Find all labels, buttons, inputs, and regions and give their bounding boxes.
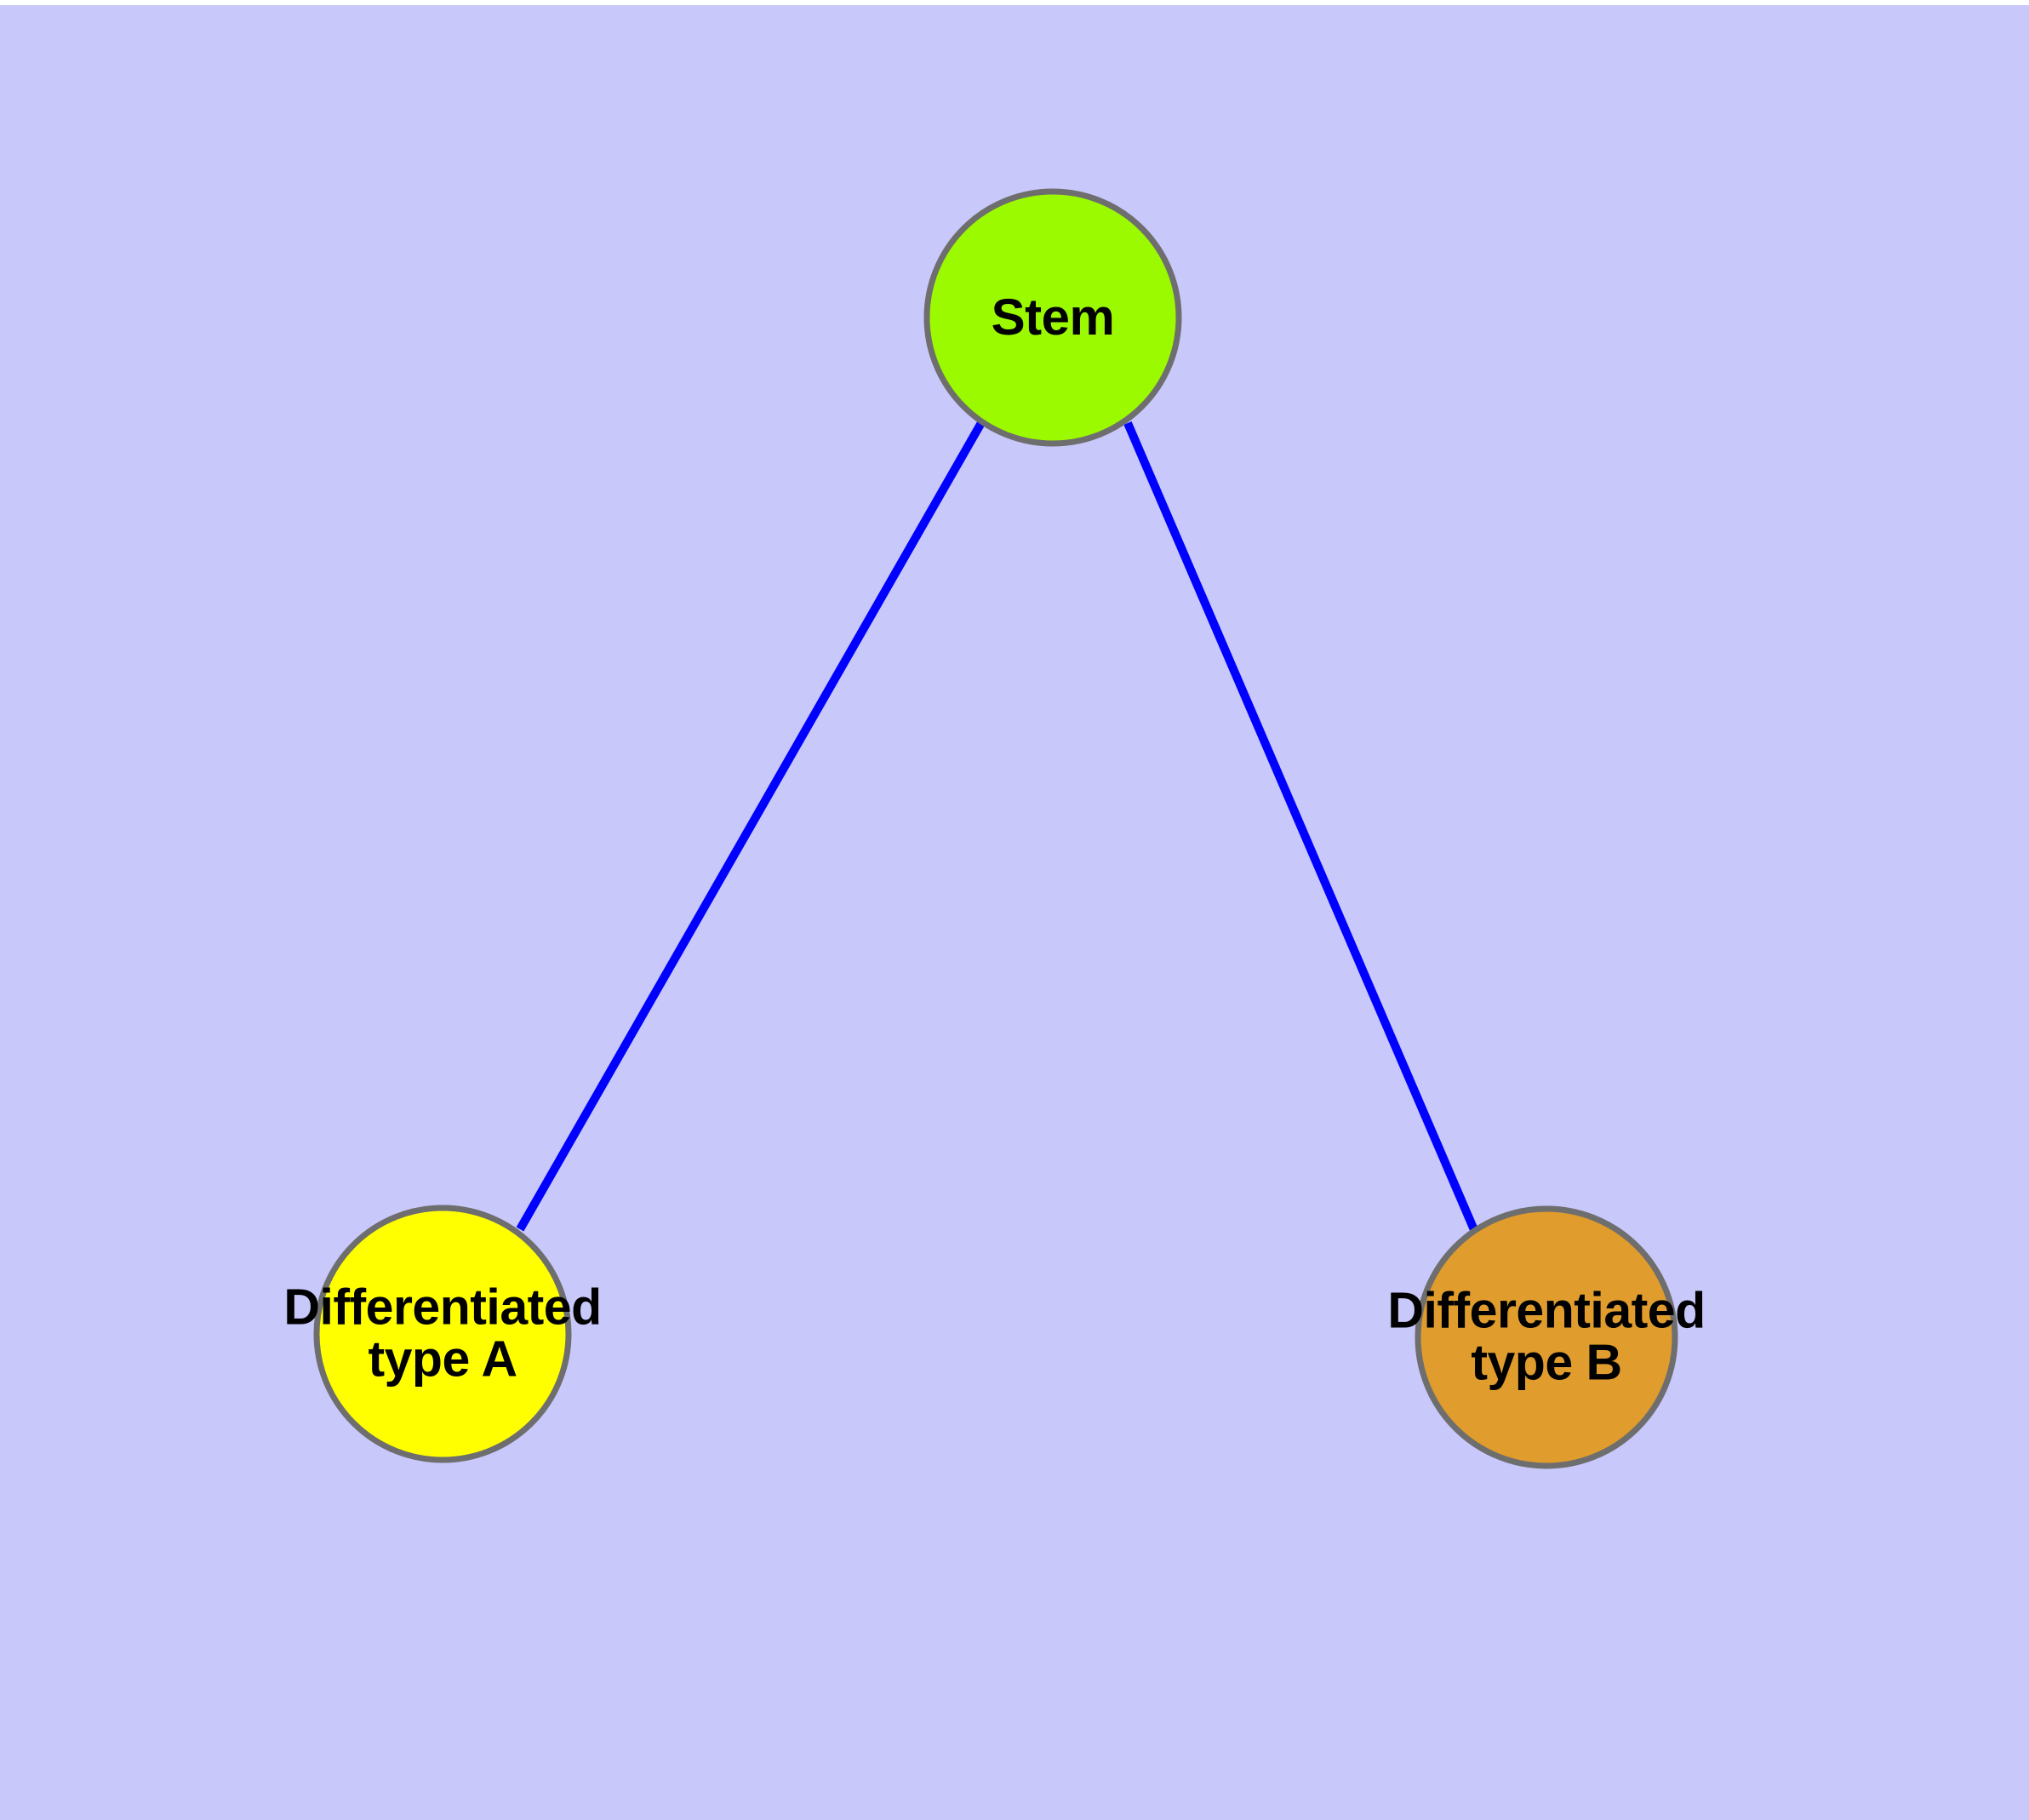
graph-edge-stem-to-diff-b	[1123, 421, 1479, 1233]
graph-node-stem[interactable]	[923, 188, 1182, 447]
graph-edge-stem-to-diff-a	[516, 419, 986, 1232]
nodes-layer	[313, 188, 1678, 1469]
graph-node-diff-a[interactable]	[313, 1205, 572, 1463]
edges-layer	[516, 419, 1479, 1233]
canvas-top-border	[0, 0, 2029, 5]
graph-node-diff-b[interactable]	[1415, 1205, 1678, 1469]
